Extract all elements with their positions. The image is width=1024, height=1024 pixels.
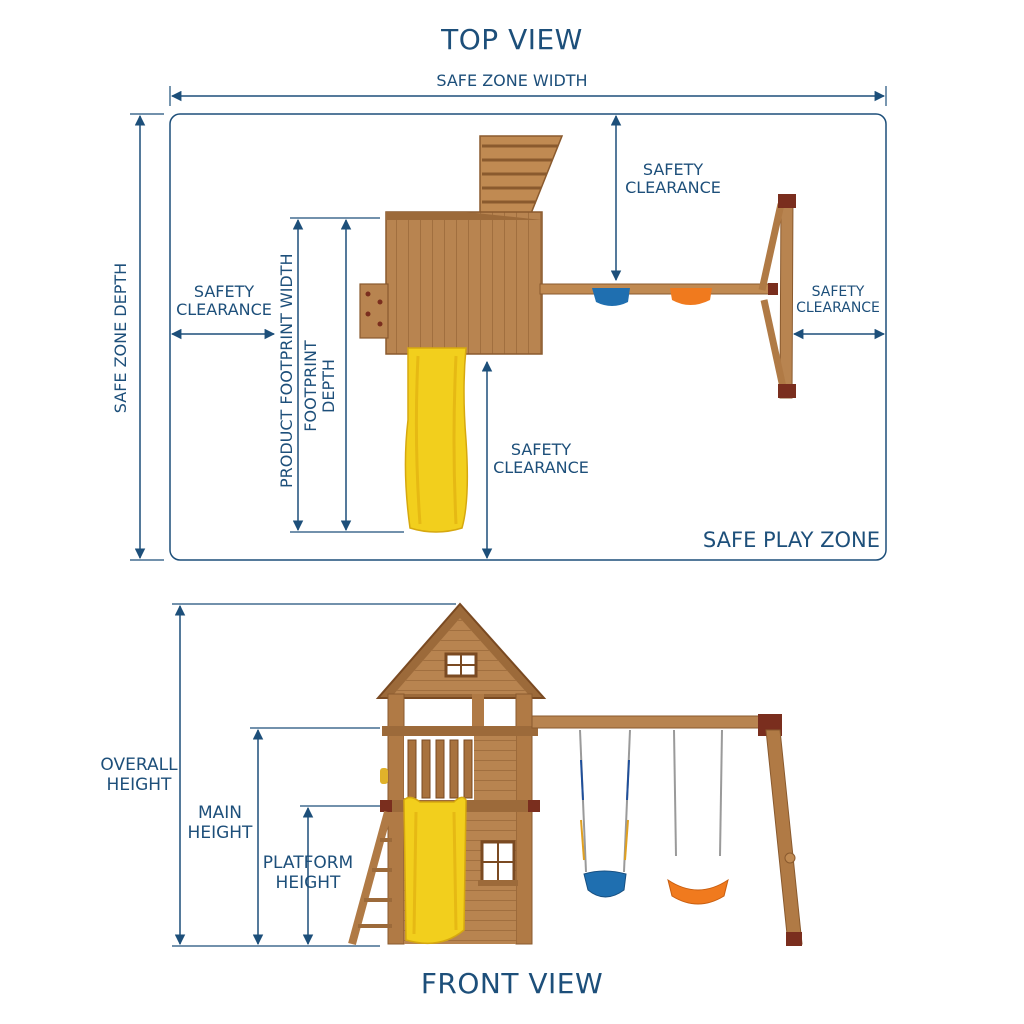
front-view-title: FRONT VIEW [420, 967, 604, 1000]
overall-height-label: OVERALL HEIGHT [96, 755, 182, 795]
right-clearance-line2: CLEARANCE [796, 300, 880, 317]
platform-height-label: PLATFORM HEIGHT [258, 853, 358, 893]
platform-height-line1: PLATFORM [262, 853, 354, 873]
bottom-clearance-line1: SAFETY [510, 440, 572, 459]
slide-icon [404, 347, 469, 533]
safe-zone-depth-label: SAFE ZONE DEPTH [111, 262, 130, 414]
overall-height-line2: HEIGHT [106, 774, 172, 795]
safe-zone-width-label: SAFE ZONE WIDTH [436, 71, 588, 90]
safe-play-zone-label: SAFE PLAY ZONE [702, 528, 880, 552]
playset-front-icon [348, 602, 803, 946]
swing-seat-icon [592, 288, 630, 306]
left-clearance-line2: CLEARANCE [176, 300, 272, 320]
main-height-line1: MAIN [197, 803, 243, 823]
overall-height-line1: OVERALL [100, 755, 178, 775]
footprint-depth-line1: FOOTPRINT [301, 340, 320, 432]
front-view [172, 602, 803, 947]
footprint-depth-line2: DEPTH [319, 359, 339, 413]
bottom-safety-clearance-label: SAFETY CLEARANCE [486, 440, 596, 478]
left-clearance-line1: SAFETY [193, 282, 255, 301]
top-safety-clearance-label: SAFETY CLEARANCE [618, 160, 728, 198]
top-view [130, 86, 887, 561]
bottom-clearance-line2: CLEARANCE [493, 458, 589, 478]
footprint-depth-label: FOOTPRINT DEPTH [301, 338, 342, 434]
right-clearance-line1: SAFETY [811, 284, 865, 300]
top-view-title: TOP VIEW [441, 23, 583, 56]
right-safety-clearance-label: SAFETY CLEARANCE [790, 284, 886, 316]
top-clearance-line2: CLEARANCE [625, 178, 721, 198]
main-height-line2: HEIGHT [187, 822, 253, 843]
playset-top-icon [359, 135, 796, 533]
main-height-label: MAIN HEIGHT [182, 803, 258, 843]
top-clearance-line1: SAFETY [642, 160, 704, 179]
left-safety-clearance-label: SAFETY CLEARANCE [166, 282, 282, 320]
safe-play-zone-outline [169, 113, 887, 561]
platform-height-line2: HEIGHT [275, 872, 341, 893]
